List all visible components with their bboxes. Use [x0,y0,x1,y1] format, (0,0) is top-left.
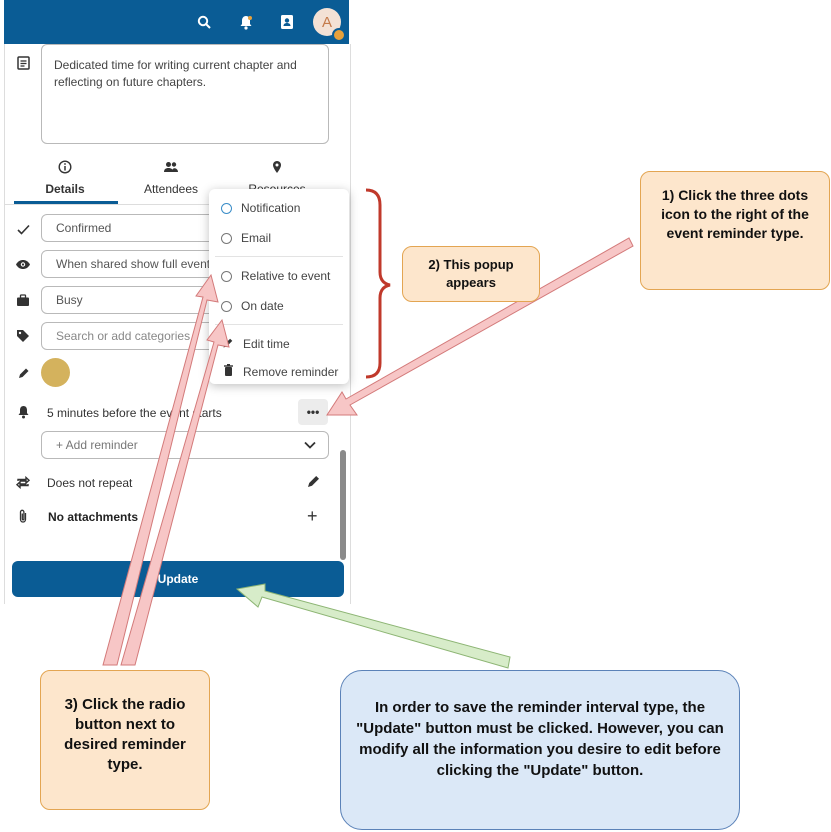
option-label: Notification [241,201,301,215]
update-button[interactable]: Update [12,561,344,597]
paperclip-icon [12,505,34,527]
option-label: Remove reminder [243,365,339,379]
callout-text: 1) Click the three dots icon to the righ… [661,187,809,241]
bell-icon[interactable] [234,10,258,34]
option-label: Relative to event [241,269,331,283]
arrow-to-radio-relative [102,273,219,666]
description-textarea[interactable]: Dedicated time for writing current chapt… [41,44,329,144]
tab-attendees[interactable]: Attendees [121,160,221,196]
pencil-icon [12,362,34,384]
option-label: Email [241,231,272,245]
update-label: Update [157,572,199,586]
notes-icon [12,52,34,74]
callout-text: In order to save the reminder interval t… [356,699,724,779]
presence-dot [332,28,346,42]
popup-bracket [365,188,391,379]
reminder-on-date-option[interactable]: On date [209,294,349,318]
radio-notification[interactable] [221,202,232,214]
panel-scrollbar[interactable] [340,450,346,560]
reminder-options-popup: Notification Email Relative to event On … [209,189,349,384]
location-pin-icon [227,160,327,178]
add-attachment-icon[interactable]: + [307,506,318,526]
callout-update-note: In order to save the reminder interval t… [340,670,740,830]
popup-divider [215,324,343,325]
arrow-to-update [235,583,511,669]
radio-email[interactable] [221,232,232,244]
reminder-relative-option[interactable]: Relative to event [209,264,349,288]
show-as-value: Busy [56,293,83,307]
eye-icon [12,253,34,275]
callout-step3: 3) Click the radio button next to desire… [40,670,210,810]
people-icon [121,160,221,178]
categories-placeholder: Search or add categories [56,329,191,343]
edit-repeat-icon[interactable] [306,474,321,494]
callout-step2: 2) This popup appears [402,246,540,302]
search-icon[interactable] [192,10,216,34]
option-label: On date [241,299,284,313]
bell-icon [12,401,34,423]
tag-icon [12,325,34,347]
event-color-swatch[interactable] [41,358,70,387]
reminder-more-options-button[interactable]: ••• [298,399,328,425]
status-value: Confirmed [56,221,112,235]
check-icon [12,218,34,240]
active-tab-indicator [14,201,118,204]
repeat-icon [12,471,34,493]
visibility-select[interactable]: When shared show full event [41,250,216,278]
avatar-initial: A [321,13,332,31]
visibility-value: When shared show full event [56,257,211,271]
tab-label: Details [45,182,85,196]
callout-step1: 1) Click the three dots icon to the righ… [640,171,830,290]
arrow-to-dots [326,237,634,416]
info-icon [15,160,115,178]
radio-on-date[interactable] [221,300,232,312]
remove-reminder-option[interactable]: Remove reminder [209,360,349,384]
tab-label: Attendees [143,182,199,196]
reminder-notification-option[interactable]: Notification [209,196,349,220]
chevron-down-icon [304,438,316,452]
show-as-select[interactable]: Busy [41,286,216,314]
top-bar: A [4,0,349,44]
popup-divider [215,256,343,257]
callout-text: 2) This popup appears [428,257,514,290]
tab-divider [4,204,349,205]
contacts-icon[interactable] [275,10,299,34]
briefcase-icon [12,289,34,311]
status-select[interactable]: Confirmed [41,214,216,242]
add-reminder-label: + Add reminder [56,438,138,452]
three-dots-icon: ••• [306,405,320,419]
attachments-text: No attachments [48,510,139,524]
tab-details[interactable]: Details [15,160,115,196]
trash-icon [221,364,235,380]
repeat-text: Does not repeat [47,476,133,490]
option-label: Edit time [243,337,290,351]
callout-text: 3) Click the radio button next to desire… [64,696,186,773]
categories-input[interactable]: Search or add categories [41,322,216,350]
radio-relative[interactable] [221,270,232,282]
reminder-email-option[interactable]: Email [209,226,349,250]
arrow-to-radio-on-date [120,318,230,666]
